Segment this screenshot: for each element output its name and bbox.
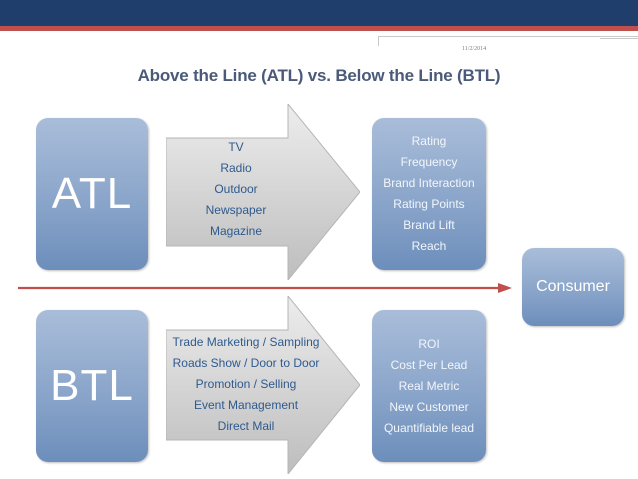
btl-metrics-box: ROI Cost Per Lead Real Metric New Custom… — [372, 310, 486, 462]
arrow-shape — [166, 104, 360, 280]
header-accent-bar — [0, 26, 638, 31]
decorative-line — [378, 36, 379, 46]
btl-media-arrow: Trade Marketing / Sampling Roads Show / … — [166, 296, 360, 474]
media-item: Direct Mail — [217, 419, 275, 433]
metric-item: Brand Lift — [403, 218, 455, 232]
header-bar — [0, 0, 638, 26]
decorative-line — [600, 38, 638, 39]
metric-item: Brand Interaction — [383, 176, 475, 190]
metric-item: Rating Points — [393, 197, 465, 211]
media-item: Magazine — [209, 224, 263, 238]
atl-media-list: TV Radio Outdoor Newspaper Magazine — [166, 137, 306, 242]
metric-item: New Customer — [389, 399, 469, 414]
btl-metrics-list: ROI Cost Per Lead Real Metric New Custom… — [384, 334, 474, 439]
media-item: Trade Marketing / Sampling — [172, 335, 320, 349]
metric-item: Frequency — [400, 155, 458, 169]
atl-box: ATL — [36, 118, 148, 270]
consumer-box: Consumer — [522, 248, 624, 326]
media-item: Radio — [220, 161, 252, 175]
metric-item: Rating — [411, 134, 447, 148]
btl-box: BTL — [36, 310, 148, 462]
metric-item: Real Metric — [398, 378, 460, 393]
atl-metrics-box: Rating Frequency Brand Interaction Ratin… — [372, 118, 486, 270]
media-item: TV — [228, 140, 244, 154]
atl-metrics-list: Rating Frequency Brand Interaction Ratin… — [383, 131, 474, 257]
media-item: Roads Show / Door to Door — [172, 356, 320, 370]
btl-media-list: Trade Marketing / Sampling Roads Show / … — [166, 332, 326, 437]
media-item: Promotion / Selling — [195, 377, 297, 391]
atl-media-arrow: TV Radio Outdoor Newspaper Magazine — [166, 104, 360, 280]
metric-item: Cost Per Lead — [390, 357, 468, 372]
timeline-arrow — [18, 283, 512, 293]
atl-label: ATL — [51, 169, 133, 218]
consumer-label: Consumer — [536, 278, 610, 295]
media-item: Outdoor — [214, 182, 258, 196]
decorative-line — [378, 36, 638, 37]
metric-item: Quantifiable lead — [383, 420, 475, 435]
metric-item: Reach — [411, 239, 447, 253]
btl-label: BTL — [50, 361, 134, 410]
slide-title: Above the Line (ATL) vs. Below the Line … — [137, 66, 501, 85]
metric-item: ROI — [418, 336, 440, 351]
arrow-shape — [166, 296, 360, 474]
slide-date: 11/2/2014 — [462, 46, 487, 52]
media-item: Newspaper — [205, 203, 267, 217]
media-item: Event Management — [193, 398, 299, 412]
